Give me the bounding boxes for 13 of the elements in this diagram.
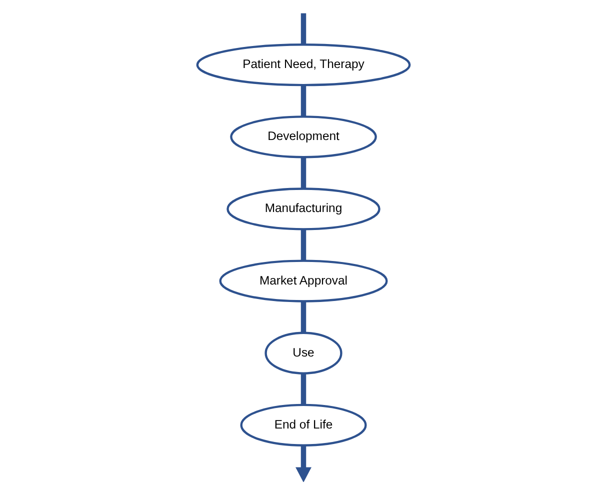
node-ellipse: Manufacturing: [226, 188, 380, 230]
connector: [300, 85, 306, 117]
node-ellipse: Use: [264, 332, 342, 374]
connector: [300, 374, 306, 405]
node-ellipse: Market Approval: [218, 260, 388, 302]
node-ellipse: End of Life: [240, 404, 366, 446]
arrow: [295, 446, 311, 482]
connector: [300, 229, 306, 261]
node-ellipse: Development: [230, 116, 376, 158]
connector: [300, 157, 306, 189]
connector: [300, 302, 306, 333]
connector: [300, 13, 306, 44]
node-ellipse: Patient Need, Therapy: [196, 44, 410, 86]
